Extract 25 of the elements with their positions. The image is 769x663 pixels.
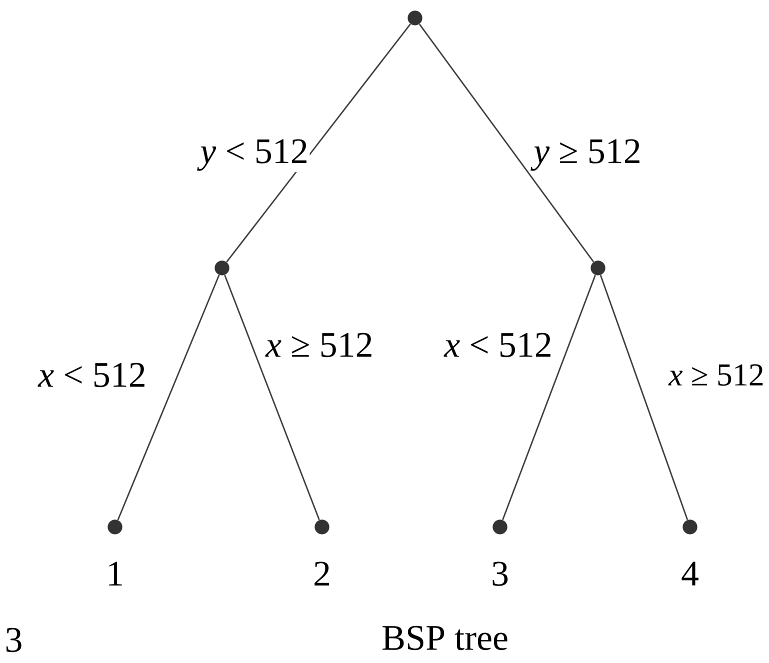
edge-label: x ≥ 512 (264, 332, 375, 358)
edge-label: x ≥ 512 (667, 362, 766, 388)
tree-branch (117, 274, 220, 520)
tree-node-dot (314, 520, 330, 534)
edge-label: y ≥ 512 (530, 138, 643, 172)
tree-node-dot (108, 520, 122, 534)
tree-branch (502, 274, 596, 520)
tree-branch (600, 274, 688, 520)
tree-branch (226, 24, 411, 262)
figure-number: 3 (6, 628, 22, 652)
leaf-number: 4 (682, 562, 698, 586)
caption: BSP tree (382, 626, 508, 650)
tree-branch (418, 24, 594, 262)
tree-node-dot (682, 520, 698, 534)
tree-branch (224, 274, 320, 520)
edge-label: x < 512 (36, 362, 148, 388)
edge-label: y < 512 (197, 138, 310, 172)
leaf-number: 3 (492, 562, 508, 586)
tree-node-dot (492, 520, 508, 534)
edge-label: x < 512 (442, 332, 554, 358)
tree-node-dot (408, 10, 422, 26)
tree-node-dot (214, 260, 230, 276)
leaf-number: 2 (314, 562, 330, 586)
leaf-number: 1 (109, 562, 122, 586)
tree-node-dot (590, 260, 606, 276)
